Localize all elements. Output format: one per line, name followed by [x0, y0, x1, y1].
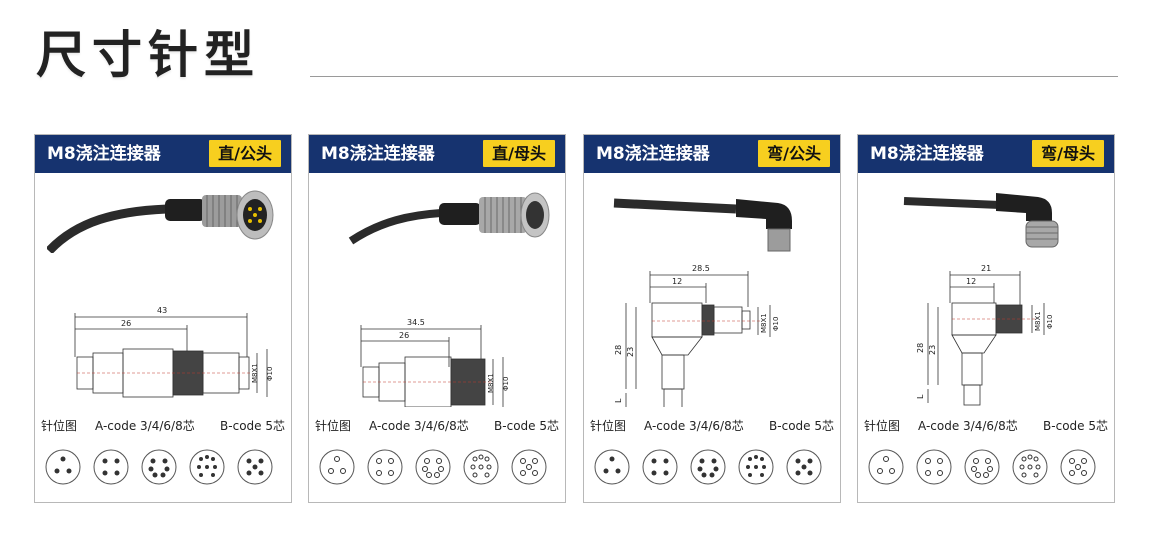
dim-height-2: 23 — [928, 345, 937, 355]
b-code-label: B-code 5芯 — [769, 419, 834, 433]
card-angled-male: M8浇注连接器 弯/公头 — [583, 134, 841, 503]
dimension-drawing: 34.5 26 M8X1 Φ10 — [360, 318, 510, 407]
title-divider — [310, 76, 1118, 77]
dim-overall: 21 — [981, 264, 991, 273]
dim-body: 26 — [399, 331, 409, 340]
dim-thread: M8X1 — [251, 363, 259, 383]
card-header: M8浇注连接器 直/公头 — [35, 135, 291, 173]
pin-diagrams — [319, 449, 547, 485]
card-header: M8浇注连接器 弯/母头 — [858, 135, 1114, 173]
a-code-label: A-code 3/4/6/8芯 — [644, 419, 744, 433]
pin-legend: 针位图 A-code 3/4/6/8芯 B-code 5芯 — [35, 413, 291, 437]
b-code-label: B-code 5芯 — [494, 419, 559, 433]
card-badge: 直/公头 — [209, 140, 281, 167]
card-title: M8浇注连接器 — [596, 144, 710, 164]
page-title: 尺寸针型 — [36, 26, 260, 84]
dim-body: 26 — [121, 319, 131, 328]
dim-diameter: Φ10 — [1046, 315, 1054, 329]
b-code-label: B-code 5芯 — [1043, 419, 1108, 433]
card-title: M8浇注连接器 — [47, 144, 161, 164]
connector-photo — [348, 192, 550, 245]
connector-photo — [903, 193, 1059, 248]
card-badge: 弯/母头 — [1032, 140, 1104, 167]
dim-length: L — [614, 398, 623, 403]
dim-overall: 34.5 — [407, 318, 425, 327]
pin-diagrams — [868, 449, 1096, 485]
dim-diameter: Φ10 — [502, 377, 510, 391]
pin-legend: 针位图 A-code 3/4/6/8芯 B-code 5芯 — [584, 413, 840, 437]
pin-diagrams — [594, 449, 822, 485]
card-badge: 弯/公头 — [758, 140, 830, 167]
card-title: M8浇注连接器 — [321, 144, 435, 164]
pin-legend: 针位图 A-code 3/4/6/8芯 B-code 5芯 — [858, 413, 1114, 437]
a-code-label: A-code 3/4/6/8芯 — [918, 419, 1018, 433]
card-straight-male: M8浇注连接器 直/公头 — [34, 134, 292, 503]
dim-diameter: Φ10 — [266, 367, 274, 381]
dim-height: 28 — [614, 345, 623, 355]
dimension-drawing: 28.5 12 28 23 L M8X1 Φ10 — [614, 264, 780, 407]
a-code-label: A-code 3/4/6/8芯 — [95, 419, 195, 433]
dim-overall: 43 — [157, 306, 167, 315]
dim-overall: 28.5 — [692, 264, 710, 273]
pin-diagram-label: 针位图 — [590, 419, 627, 433]
card-header: M8浇注连接器 弯/公头 — [584, 135, 840, 173]
dim-body: 12 — [966, 277, 976, 286]
connector-cards: M8浇注连接器 直/公头 — [34, 134, 1116, 505]
card-straight-female: M8浇注连接器 直/母头 — [308, 134, 566, 503]
dim-body: 12 — [672, 277, 682, 286]
dimension-drawing: 43 26 M8X1 Φ10 — [74, 306, 274, 398]
connector-photo — [47, 190, 274, 253]
dim-height-2: 23 — [626, 347, 635, 357]
b-code-label: B-code 5芯 — [220, 419, 285, 433]
pin-diagrams — [45, 449, 273, 485]
pin-diagram-label: 针位图 — [315, 419, 352, 433]
connector-photo — [613, 198, 792, 252]
dimension-drawing: 21 12 28 23 L M8X1 Φ10 — [916, 264, 1054, 406]
dim-diameter: Φ10 — [772, 317, 780, 331]
card-header: M8浇注连接器 直/母头 — [309, 135, 565, 173]
dim-thread: M8X1 — [487, 373, 495, 393]
card-title: M8浇注连接器 — [870, 144, 984, 164]
card-badge: 直/母头 — [483, 140, 555, 167]
dim-length: L — [916, 394, 925, 399]
pin-diagram-label: 针位图 — [41, 419, 78, 433]
dim-thread: M8X1 — [760, 313, 768, 333]
dim-height: 28 — [916, 343, 925, 353]
dim-thread: M8X1 — [1034, 311, 1042, 331]
card-angled-female: M8浇注连接器 弯/母头 — [857, 134, 1115, 503]
a-code-label: A-code 3/4/6/8芯 — [369, 419, 469, 433]
pin-legend: 针位图 A-code 3/4/6/8芯 B-code 5芯 — [309, 413, 565, 437]
pin-diagram-label: 针位图 — [864, 419, 901, 433]
